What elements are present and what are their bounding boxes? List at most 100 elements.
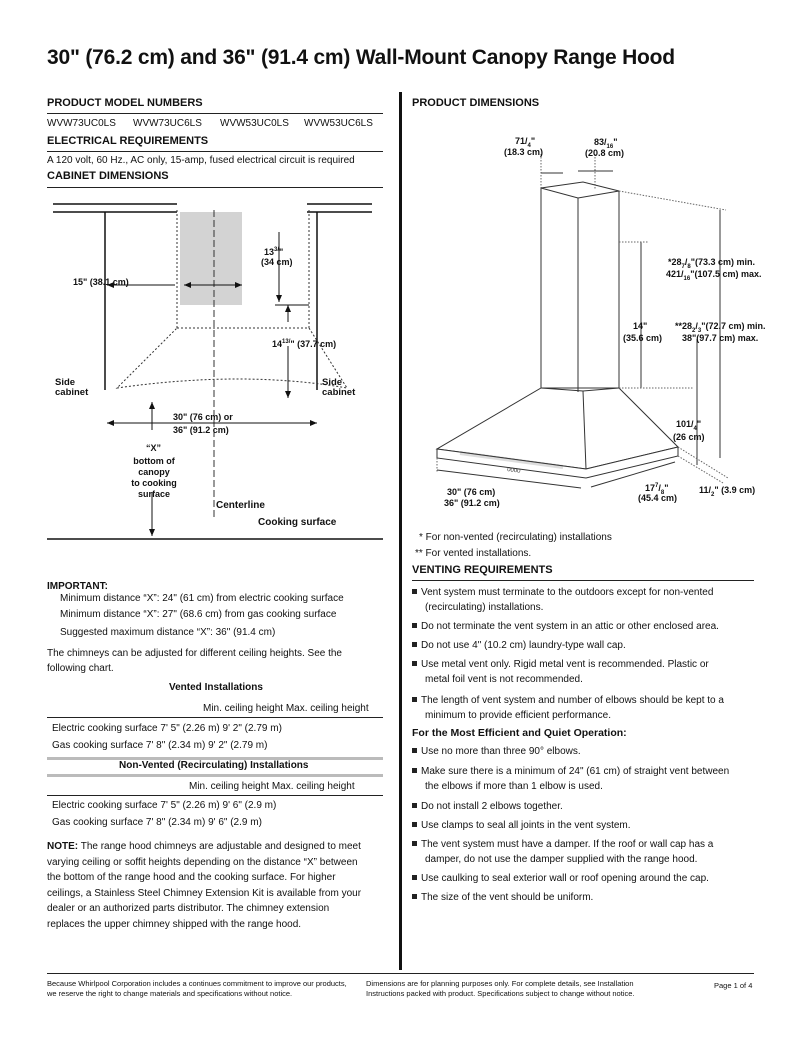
important-item: Suggested maximum distance “X”: 36" (91.… bbox=[60, 627, 276, 638]
chimney-text: The chimneys can be adjusted for differe… bbox=[47, 648, 342, 674]
arrowhead bbox=[285, 305, 291, 312]
model-number: WVW53UC6LS bbox=[304, 118, 373, 129]
divider bbox=[47, 151, 383, 152]
vented-row: Gas cooking surface 7' 8" (2.34 m) 9' 2"… bbox=[52, 740, 268, 751]
canopy-edge bbox=[582, 390, 587, 470]
model-number: WVW53UC0LS bbox=[220, 118, 289, 129]
dim-101-label: 101/4" bbox=[676, 419, 702, 432]
page-title: 30" (76.2 cm) and 36" (91.4 cm) Wall-Mou… bbox=[47, 46, 675, 69]
footer-disclaimer: Because Whirlpool Corporation includes a… bbox=[47, 979, 347, 998]
bullet-icon bbox=[412, 803, 417, 808]
chimney-shaded bbox=[180, 212, 242, 305]
note-paragraph: NOTE: The range hood chimneys are adjust… bbox=[47, 841, 362, 930]
x-label: “X” bbox=[146, 443, 162, 453]
hood-front bbox=[436, 446, 679, 479]
arrowhead bbox=[107, 282, 114, 288]
dim-13-label: 133/" bbox=[264, 247, 284, 257]
electrical-heading: ELECTRICAL REQUIREMENTS bbox=[47, 135, 209, 147]
efficient-item: Make sure there is a minimum of 24" (61 … bbox=[412, 764, 772, 794]
efficient-heading: For the Most Efficient and Quiet Operati… bbox=[412, 727, 627, 739]
table-separator bbox=[47, 757, 383, 760]
important-item: Minimum distance “X”: 24" (61 cm) from e… bbox=[60, 593, 344, 604]
dim-15-label: 15" (38.1 cm) bbox=[73, 277, 129, 287]
cabinet-heading: CABINET DIMENSIONS bbox=[47, 170, 169, 182]
vented-columns: Min. ceiling height Max. ceiling height bbox=[203, 703, 369, 714]
model-number: WVW73UC6LS bbox=[133, 118, 202, 129]
page-number: Page 1 of 4 bbox=[714, 981, 753, 990]
footer-dimensions-note: Dimensions are for planning purposes onl… bbox=[366, 979, 635, 998]
venting-item: Vent system must terminate to the outdoo… bbox=[412, 585, 772, 615]
footer-rule bbox=[47, 973, 754, 974]
divider bbox=[47, 187, 383, 188]
footnote-vented: ** For vented installations. bbox=[415, 548, 532, 559]
arrowhead bbox=[149, 402, 155, 409]
table-rule bbox=[47, 795, 383, 796]
dim-177-label: 177/8" bbox=[645, 483, 669, 496]
dim-guide bbox=[677, 446, 729, 479]
dim-guide bbox=[677, 455, 724, 484]
efficient-item: Use clamps to seal all joints in the ven… bbox=[412, 818, 772, 833]
venting-item: Use metal vent only. Rigid metal vent is… bbox=[412, 657, 772, 687]
arrowhead bbox=[285, 391, 291, 398]
efficient-item: The vent system must have a damper. If t… bbox=[412, 837, 772, 867]
dim-14-label: 1413/" (37.7 cm) bbox=[272, 339, 337, 349]
bullet-icon bbox=[412, 875, 417, 880]
bullet-icon bbox=[412, 642, 417, 647]
arrowhead bbox=[276, 295, 282, 302]
nonvented-columns: Min. ceiling height Max. ceiling height bbox=[189, 781, 355, 792]
table-separator bbox=[47, 774, 383, 777]
efficient-item: The size of the vent should be uniform. bbox=[412, 890, 772, 905]
divider bbox=[47, 113, 383, 114]
dim-guide bbox=[618, 190, 727, 211]
arrowhead bbox=[310, 420, 317, 426]
dim-83-label: 83/16" bbox=[594, 137, 618, 150]
table-rule bbox=[47, 717, 383, 718]
dim-83-cm: (20.8 cm) bbox=[585, 148, 625, 158]
nonvented-heading: Non-Vented (Recirculating) Installations bbox=[119, 760, 309, 771]
dim-421-label: 421/16"(107.5 cm) max. bbox=[666, 269, 762, 282]
control-panel bbox=[459, 451, 564, 469]
product-dimensions-diagram: 0000 bbox=[435, 154, 729, 489]
arrowhead bbox=[235, 282, 242, 288]
electrical-text: A 120 volt, 60 Hz., AC only, 15-amp, fus… bbox=[47, 155, 355, 166]
venting-item: Do not terminate the vent system in an a… bbox=[412, 619, 772, 634]
centerline-label: Centerline bbox=[216, 500, 265, 511]
bullet-icon bbox=[412, 748, 417, 753]
dim-71-label: 71/4" bbox=[515, 136, 536, 149]
venting-item: The length of vent system and number of … bbox=[412, 693, 772, 723]
nonvented-row: Gas cooking surface 7' 8" (2.34 m) 9' 6"… bbox=[52, 817, 262, 828]
divider bbox=[412, 580, 754, 581]
dim-14-cm: (35.6 cm) bbox=[623, 333, 663, 343]
bullet-icon bbox=[412, 661, 417, 666]
chimney-top bbox=[540, 181, 620, 199]
vented-row: Electric cooking surface 7' 5" (2.26 m) … bbox=[52, 723, 282, 734]
important-heading: IMPORTANT: bbox=[47, 581, 108, 592]
dim-36-label: 36" (91.2 cm) bbox=[444, 498, 500, 508]
footnote-nonvented: * For non-vented (recirculating) install… bbox=[419, 532, 612, 543]
important-item: Minimum distance “X”: 27" (68.6 cm) from… bbox=[60, 609, 337, 620]
model-number: WVW73UC0LS bbox=[47, 118, 116, 129]
side-cabinet-left-label: Side cabinet bbox=[55, 377, 89, 398]
bullet-icon bbox=[412, 697, 417, 702]
canopy-outline bbox=[115, 327, 349, 389]
efficient-item: Use caulking to seal exterior wall or ro… bbox=[412, 871, 772, 886]
dim-177-cm: (45.4 cm) bbox=[638, 493, 678, 503]
dim-30-line bbox=[436, 469, 582, 489]
bullet-icon bbox=[412, 589, 417, 594]
venting-item: Do not use 4" (10.2 cm) laundry-type wal… bbox=[412, 638, 772, 653]
control-panel-label: 0000 bbox=[507, 467, 522, 475]
arrowhead bbox=[107, 420, 114, 426]
dim-11-label: 11/2" (3.9 cm) bbox=[699, 485, 756, 498]
vented-heading: Vented Installations bbox=[169, 682, 263, 693]
dim-101-cm: (26 cm) bbox=[673, 432, 705, 442]
dim-177-line bbox=[590, 461, 676, 488]
dim-14-label: 14" bbox=[633, 321, 648, 331]
arrowhead bbox=[149, 529, 155, 536]
cabinet-dimensions-diagram bbox=[47, 203, 383, 540]
dim-34-label: (34 cm) bbox=[261, 257, 293, 267]
bullet-icon bbox=[412, 768, 417, 773]
dim-30-label: 30" (76 cm) or bbox=[173, 412, 233, 422]
bullet-icon bbox=[412, 841, 417, 846]
venting-heading: VENTING REQUIREMENTS bbox=[412, 564, 553, 576]
product-dimensions-heading: PRODUCT DIMENSIONS bbox=[412, 97, 540, 109]
